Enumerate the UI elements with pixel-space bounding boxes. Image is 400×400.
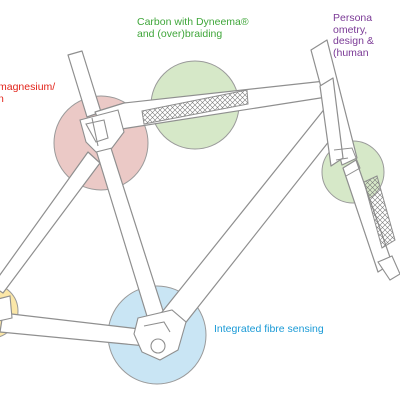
braided-section-top-tube: [141, 89, 249, 125]
head-junction: [333, 147, 361, 177]
label-carbon-line1: Carbon with Dyneema®: [137, 16, 249, 28]
braided-section-fork: [363, 175, 396, 249]
label-magnesium-line2: n: [0, 92, 4, 105]
rear-dropout: [0, 295, 13, 322]
label-magnesium: magnesium/ n: [0, 81, 56, 105]
label-carbon-braiding: Carbon with Dyneema® and (over)braiding: [137, 16, 249, 40]
seat-cluster-lug: [79, 109, 125, 153]
label-fibre-sensing: Integrated fibre sensing: [214, 323, 324, 336]
fork-tip: [377, 255, 400, 281]
top-tube-front: [319, 77, 344, 167]
label-personal-line4: (human: [333, 46, 369, 59]
label-personal-line3: design &: [333, 35, 374, 47]
seat-stay: [0, 151, 101, 294]
bottom-bracket: [133, 309, 187, 361]
label-sensing-text: Integrated fibre sensing: [214, 323, 324, 335]
label-carbon-line2: and (over)braiding: [137, 27, 223, 40]
label-personal-line1: Persona: [333, 12, 373, 24]
label-personal-line2: ometry,: [333, 23, 368, 36]
label-personalised-geometry: Persona ometry, design & (human: [333, 12, 374, 59]
label-magnesium-line1: magnesium/: [0, 81, 56, 93]
